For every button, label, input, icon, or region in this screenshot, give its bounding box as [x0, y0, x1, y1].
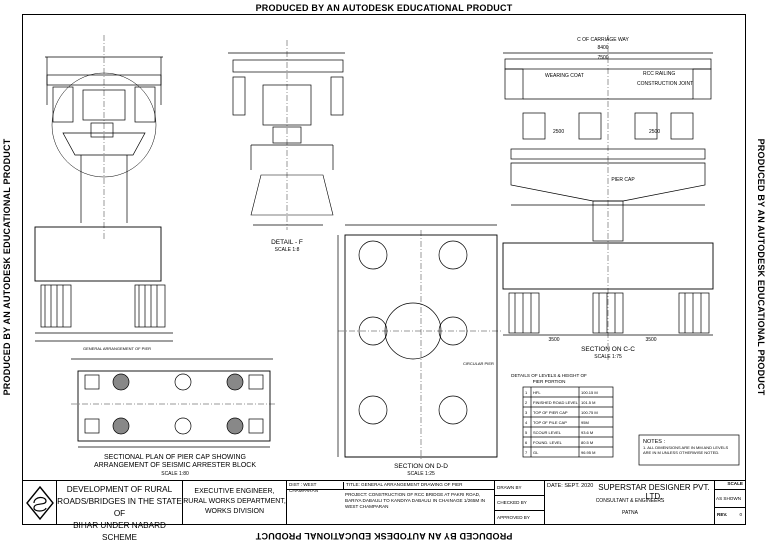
notes-heading: NOTES : [643, 439, 665, 445]
watermark-top: PRODUCED BY AN AUTODESK EDUCATIONAL PROD… [255, 3, 513, 13]
detail-f-title: DETAIL - F [271, 239, 303, 246]
plan-scale: SCALE 1:80 [161, 471, 189, 477]
svg-text:3500: 3500 [645, 337, 656, 343]
svg-text:TOP OF PIER CAP: TOP OF PIER CAP [533, 410, 568, 415]
project-cell: DIST : WEST CHAMPARAN TITLE: GENERAL ARR… [287, 481, 495, 525]
svg-text:FOUND. LEVEL: FOUND. LEVEL [533, 440, 563, 445]
section-cc: C OF CARRIAGE WAY 8400 7500 WEARING COAT… [502, 35, 714, 360]
svg-text:101.5 M: 101.5 M [581, 400, 595, 405]
svg-text:95M: 95M [581, 420, 589, 425]
project-text: PROJECT: CONSTRUCTION OF RCC BRIDGE AT P… [345, 492, 486, 509]
plan-title-2: ARRANGEMENT OF SEISMIC ARRESTER BLOCK [94, 462, 256, 469]
date-text: DATE: SEPT. 2020 [547, 483, 594, 489]
svg-text:80.5 M: 80.5 M [581, 440, 593, 445]
city-text: PATNA [622, 510, 638, 516]
svg-text:2: 2 [525, 400, 528, 405]
title-text: TITLE: GENERAL ARRANGEMENT DRAWING OF PI… [343, 482, 493, 490]
section-dd: CIRCULAR PIER [337, 224, 503, 460]
watermark-right: PRODUCED BY AN AUTODESK EDUCATIONAL PROD… [756, 138, 766, 396]
svg-text:3500: 3500 [548, 337, 559, 343]
svg-text:3: 3 [525, 410, 528, 415]
pier-cap-plan [71, 358, 277, 448]
svg-text:TOP OF PILE CAP: TOP OF PILE CAP [533, 420, 567, 425]
circular-pier-label: CIRCULAR PIER [463, 361, 494, 366]
rcc-railing-label: RCC RAILING [643, 71, 675, 77]
drawn-by: DRAWN BY [495, 481, 544, 496]
logo-cell [23, 481, 57, 525]
svg-text:DETAILS OF LEVELS & HEIGHT OF: DETAILS OF LEVELS & HEIGHT OF [511, 373, 587, 378]
svg-text:93.6 M: 93.6 M [581, 430, 593, 435]
approved-by: APPROVED BY [497, 515, 530, 520]
svg-text:GENERAL ARRANGEMENT OF PIER: GENERAL ARRANGEMENT OF PIER [83, 346, 151, 351]
svg-text:HFL: HFL [533, 390, 541, 395]
title-block: DEVELOPMENT OF RURAL ROADS/BRIDGES IN TH… [22, 481, 746, 542]
svg-text:7500: 7500 [597, 55, 608, 61]
client-cell: DEVELOPMENT OF RURAL ROADS/BRIDGES IN TH… [57, 481, 183, 542]
drawing-sheet: GENERAL ARRANGEMENT OF PIER DETAIL - F S… [22, 14, 746, 481]
consultant-text: CONSULTANT & ENGINEERS [595, 498, 665, 504]
company-cell: DATE: SEPT. 2020 SUPERSTAR DESIGNER PVT.… [545, 481, 715, 525]
checked-by: CHECKED BY [495, 496, 544, 511]
construction-joint-label: CONSTRUCTION JOINT [637, 81, 693, 87]
executive-cell: EXECUTIVE ENGINEER, RURAL WORKS DEPARTME… [183, 481, 287, 525]
svg-text:100.75 M: 100.75 M [581, 410, 598, 415]
svg-text:PIER PORTION: PIER PORTION [533, 379, 566, 384]
rev-value: 0 [739, 512, 742, 517]
svg-text:96.95 M: 96.95 M [581, 450, 595, 455]
note-1: 1. ALL DIMENSIONS ARE IN MM AND LEVELS A… [643, 445, 729, 455]
plan-title-1: SECTIONAL PLAN OF PIER CAP SHOWING [104, 454, 246, 461]
district-text: DIST : WEST CHAMPARAN [289, 482, 319, 493]
company-name: SUPERSTAR DESIGNER PVT. LTD. [598, 483, 710, 501]
notes-box [638, 434, 740, 466]
scale-rev-cell: SCALE AS SHOWN REV. 0 [715, 481, 745, 525]
svg-text:4: 4 [525, 420, 528, 425]
carriageway-label: C OF CARRIAGE WAY [577, 37, 629, 43]
svg-text:GL: GL [533, 450, 539, 455]
pier-elevation-left: GENERAL ARRANGEMENT OF PIER [34, 35, 173, 351]
section-cc-scale: SCALE 1:75 [594, 354, 622, 360]
svg-text:8400: 8400 [597, 45, 608, 51]
svg-text:2500: 2500 [649, 129, 660, 135]
svg-text:6: 6 [525, 440, 528, 445]
section-cc-title: SECTION ON C-C [581, 346, 635, 353]
svg-text:1: 1 [525, 390, 528, 395]
section-dd-scale: SCALE 1:25 [407, 471, 435, 477]
pier-cap-label: PIER CAP [611, 177, 635, 183]
detail-f-scale: SCALE 1:8 [275, 247, 300, 253]
section-dd-title: SECTION ON D-D [394, 463, 448, 470]
svg-text:SCOUR LEVEL: SCOUR LEVEL [533, 430, 562, 435]
emblem-icon [26, 485, 54, 521]
svg-text:5: 5 [525, 430, 528, 435]
svg-text:2500: 2500 [553, 129, 564, 135]
svg-text:7: 7 [525, 450, 528, 455]
signatures-cell: DRAWN BY CHECKED BY APPROVED BY [495, 481, 545, 525]
scale-value: AS SHOWN [715, 490, 745, 508]
levels-table: DETAILS OF LEVELS & HEIGHT OF PIER PORTI… [511, 373, 614, 458]
detail-f [228, 40, 345, 230]
watermark-left: PRODUCED BY AN AUTODESK EDUCATIONAL PROD… [2, 138, 12, 396]
svg-text:100.15 M: 100.15 M [581, 390, 598, 395]
svg-text:FINISHED ROAD LEVEL: FINISHED ROAD LEVEL [533, 400, 579, 405]
wearing-coat-label: WEARING COAT [545, 73, 584, 79]
rev-label: REV. [717, 512, 728, 517]
scale-label: SCALE [715, 481, 745, 490]
